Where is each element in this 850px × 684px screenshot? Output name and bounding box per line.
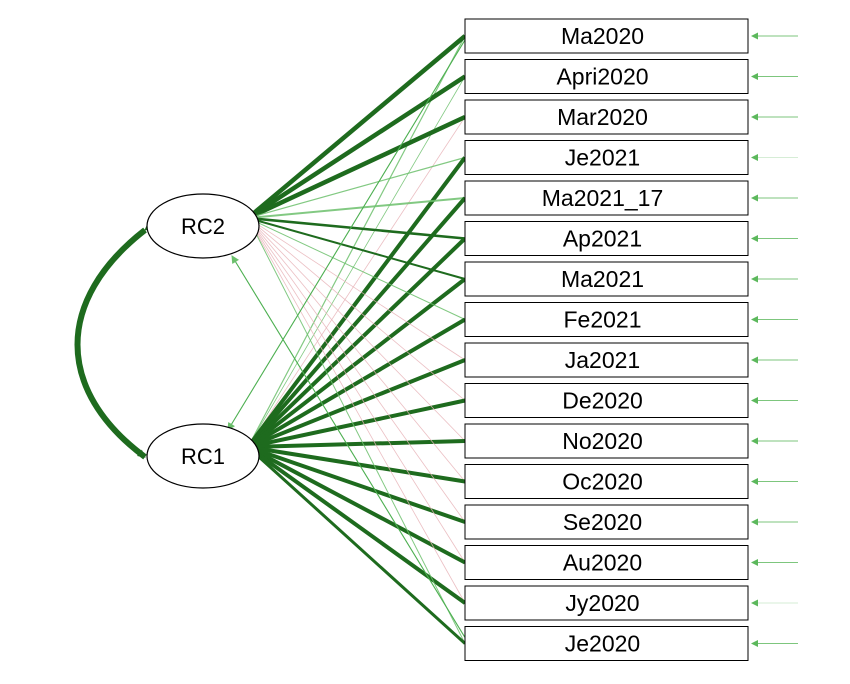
loading-rc2-15 [247, 217, 466, 604]
factor-node-rc1: RC1 [146, 423, 260, 489]
indicator-box [464, 221, 749, 256]
indicator-box [464, 180, 749, 216]
indicator-label: Fe2021 [563, 307, 641, 333]
loading-rc1-5 [246, 196, 467, 449]
loading-rc1-12 [247, 444, 466, 484]
indicator-boxes: Ma2020Apri2020Mar2020Je2021Ma2021_17Ap20… [464, 18, 749, 661]
indicator-node: De2020 [464, 383, 749, 418]
indicator-label: Ma2021 [561, 266, 644, 292]
indicator-box [464, 423, 749, 459]
indicator-node: Ma2021_17 [464, 180, 749, 216]
loading-rc2-6 [247, 214, 466, 240]
indicator-box [464, 504, 749, 540]
indicator-label: Je2020 [565, 631, 640, 657]
indicator-box [464, 585, 749, 621]
loading-rc2-11 [247, 217, 466, 442]
indicator-node: Je2020 [464, 626, 749, 661]
loading-rc2-8 [247, 217, 466, 320]
loading-rc1-10 [247, 398, 466, 450]
loading-rc2-4 [247, 156, 466, 220]
indicator-label: Ma2021_17 [542, 185, 664, 211]
loading-rc2-10 [247, 217, 466, 401]
indicator-node: No2020 [464, 423, 749, 459]
loading-rc2-14 [247, 217, 466, 563]
indicator-node: Ap2021 [464, 221, 749, 256]
loading-rc1-11 [247, 439, 466, 451]
residual-arrows [751, 32, 798, 647]
indicator-node: Se2020 [464, 504, 749, 540]
loading-rc2-9 [247, 217, 466, 361]
indicator-box [464, 545, 749, 580]
loading-rc1-7 [246, 277, 467, 449]
loading-rc1-2 [247, 76, 466, 448]
cross-loading-je2020-rc2 [231, 255, 466, 638]
loading-rc1-13 [247, 445, 466, 524]
indicator-node: Je2021 [464, 140, 749, 175]
indicator-box [464, 99, 749, 135]
indicator-label: Ap2021 [563, 226, 642, 252]
indicator-label: Ja2021 [565, 347, 640, 373]
indicator-label: Je2021 [565, 145, 640, 171]
indicator-label: Au2020 [563, 550, 642, 576]
indicator-box [464, 626, 749, 661]
loading-rc2-7 [247, 216, 466, 280]
factor-label-rc1: RC1 [181, 444, 225, 469]
indicator-box [464, 261, 749, 297]
indicator-label: De2020 [562, 388, 643, 414]
indicator-label: Apri2020 [556, 64, 648, 90]
loading-rc1-15 [246, 445, 467, 605]
indicator-box [464, 18, 749, 54]
indicator-label: No2020 [562, 428, 643, 454]
loading-rc1-1 [247, 35, 466, 448]
loading-rc1-3 [247, 116, 466, 448]
indicator-node: Jy2020 [464, 585, 749, 621]
loading-rc1-16 [246, 445, 467, 645]
indicator-label: Mar2020 [557, 104, 648, 130]
loading-rc2-13 [247, 217, 466, 523]
indicator-box [464, 302, 749, 337]
indicator-node: Fe2021 [464, 302, 749, 337]
loading-rc2-12 [247, 217, 466, 482]
indicator-label: Jy2020 [565, 590, 639, 616]
indicator-label: Se2020 [563, 509, 642, 535]
indicator-box [464, 383, 749, 418]
indicator-node: Ma2021 [464, 261, 749, 297]
loading-rc1-6 [246, 237, 467, 449]
loading-rc1-8 [246, 317, 467, 449]
indicator-node: Mar2020 [464, 99, 749, 135]
indicator-box [464, 140, 749, 175]
factor-covariance-arrow [74, 222, 153, 460]
indicator-label: Ma2020 [561, 23, 644, 49]
indicator-node: Oc2020 [464, 464, 749, 499]
indicator-label: Oc2020 [562, 469, 643, 495]
indicator-box [464, 59, 749, 94]
loading-rc2-1 [246, 34, 467, 220]
loading-rc2-3 [247, 114, 466, 221]
indicator-node: Apri2020 [464, 59, 749, 94]
indicator-box [464, 464, 749, 499]
indicator-box [464, 342, 749, 378]
loading-rc1-14 [247, 445, 466, 565]
loading-rc2-2 [246, 74, 467, 220]
indicator-node: Ma2020 [464, 18, 749, 54]
cross-loading-ma2020-rc1 [227, 39, 466, 431]
loading-paths [227, 34, 467, 645]
indicator-node: Au2020 [464, 545, 749, 580]
factor-label-rc2: RC2 [181, 214, 225, 239]
loading-rc1-4 [246, 156, 467, 449]
loading-rc2-5 [247, 197, 466, 222]
factor-node-rc2: RC2 [146, 193, 260, 259]
indicator-node: Ja2021 [464, 342, 749, 378]
loading-rc2-16 [247, 217, 466, 644]
loading-rc1-9 [247, 358, 466, 449]
